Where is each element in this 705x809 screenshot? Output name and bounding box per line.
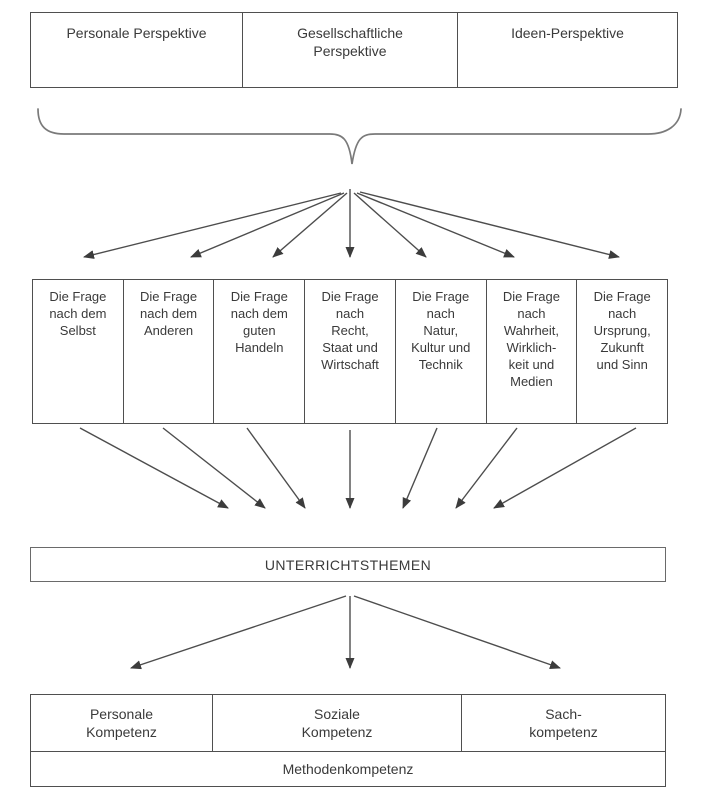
arrow-line — [130, 595, 347, 670]
question-cell-recht: Die Frage nach Recht, Staat und Wirtscha… — [305, 280, 396, 423]
competences-table: Personale Kompetenz Soziale Kompetenz Sa… — [30, 694, 666, 787]
arrow-line — [353, 595, 561, 669]
fan-out-arrows — [83, 189, 620, 259]
question-cell-anderen: Die Frage nach dem Anderen — [124, 280, 215, 423]
question-cell-handeln: Die Frage nach dem guten Handeln — [214, 280, 306, 423]
arrow-line — [353, 192, 427, 258]
arrow-line — [190, 192, 345, 258]
competence-cell-soziale: Soziale Kompetenz — [213, 695, 462, 751]
arrow-line — [272, 192, 348, 258]
converge-arrows — [79, 427, 637, 509]
questions-row: Die Frage nach dem Selbst Die Frage nach… — [32, 279, 668, 424]
perspectives-row: Personale Perspektive Gesellschaftliche … — [30, 12, 678, 88]
competence-cell-personale: Personale Kompetenz — [31, 695, 213, 751]
arrow-line — [83, 192, 342, 259]
arrow-line — [455, 427, 518, 509]
perspective-cell-ideen: Ideen-Perspektive — [511, 25, 624, 41]
question-cell-wahrheit: Die Frage nach Wahrheit, Wirklich- keit … — [487, 280, 578, 423]
question-cell-ursprung: Die Frage nach Ursprung, Zukunft und Sin… — [593, 289, 651, 372]
arrow-line — [246, 427, 306, 509]
competences-row: Personale Kompetenz Soziale Kompetenz Sa… — [31, 695, 665, 752]
arrow-line — [162, 427, 266, 509]
competence-cell-sach: Sach- kompetenz — [529, 706, 598, 740]
perspective-cell-gesellschaftliche: Gesellschaftliche Perspektive — [243, 13, 458, 87]
arrow-line — [79, 427, 229, 509]
themes-bar: UNTERRICHTSTHEMEN — [30, 547, 666, 582]
method-competence-row: Methodenkompetenz — [282, 761, 414, 777]
arrow-line — [402, 427, 438, 509]
brace-down — [37, 108, 682, 165]
arrow-line — [356, 192, 515, 258]
question-cell-selbst: Die Frage nach dem Selbst — [33, 280, 124, 423]
arrow-line — [359, 191, 620, 259]
question-cell-natur: Die Frage nach Natur, Kultur und Technik — [396, 280, 487, 423]
arrow-line — [493, 427, 637, 509]
perspective-cell-personale: Personale Perspektive — [31, 13, 243, 87]
distribute-arrows — [130, 595, 561, 670]
